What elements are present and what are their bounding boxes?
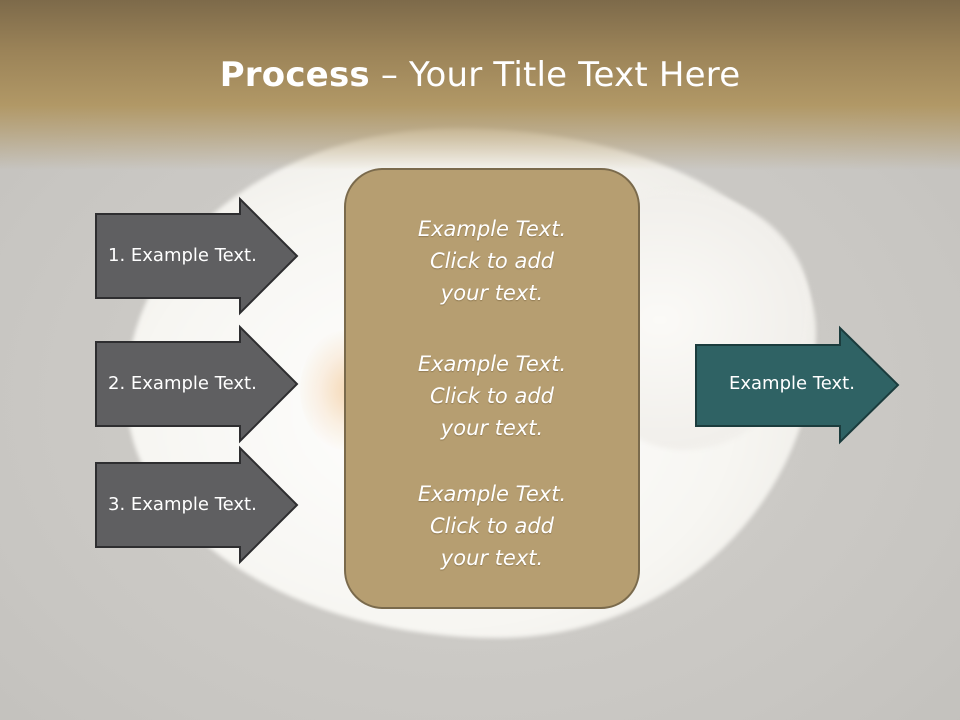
title-rest: – Your Title Text Here [369, 55, 741, 95]
left-arrow-3-shape[interactable] [95, 445, 299, 565]
slide-title[interactable]: Process – Your Title Text Here [0, 54, 960, 96]
center-text-block-2[interactable]: Example Text. Click to add your text. [346, 348, 638, 444]
center-text-block-3[interactable]: Example Text. Click to add your text. [346, 478, 638, 574]
center-text-1-line-2: Click to add [429, 249, 554, 273]
right-arrow-label: Example Text. [729, 373, 855, 394]
left-arrow-2-label: 2. Example Text. [108, 373, 257, 394]
center-text-3-line-2: Click to add [429, 514, 554, 538]
center-text-2-line-1: Example Text. [417, 352, 567, 376]
center-text-3-line-1: Example Text. [417, 482, 567, 506]
center-text-1-line-1: Example Text. [417, 217, 567, 241]
header-band [0, 0, 960, 170]
center-text-3-line-3: your text. [440, 546, 544, 570]
left-arrow-1-label: 1. Example Text. [108, 245, 257, 266]
left-arrow-1-shape[interactable] [95, 196, 299, 316]
center-text-2-line-2: Click to add [429, 384, 554, 408]
center-text-1-line-3: your text. [440, 281, 544, 305]
title-bold: Process [219, 55, 370, 95]
center-box-shape[interactable] [344, 168, 640, 609]
right-arrow-shape[interactable] [695, 325, 900, 445]
left-arrow-3-label: 3. Example Text. [108, 494, 257, 515]
center-text-block-1[interactable]: Example Text. Click to add your text. [346, 213, 638, 309]
center-text-2-line-3: your text. [440, 416, 544, 440]
left-arrow-2-shape[interactable] [95, 324, 299, 444]
